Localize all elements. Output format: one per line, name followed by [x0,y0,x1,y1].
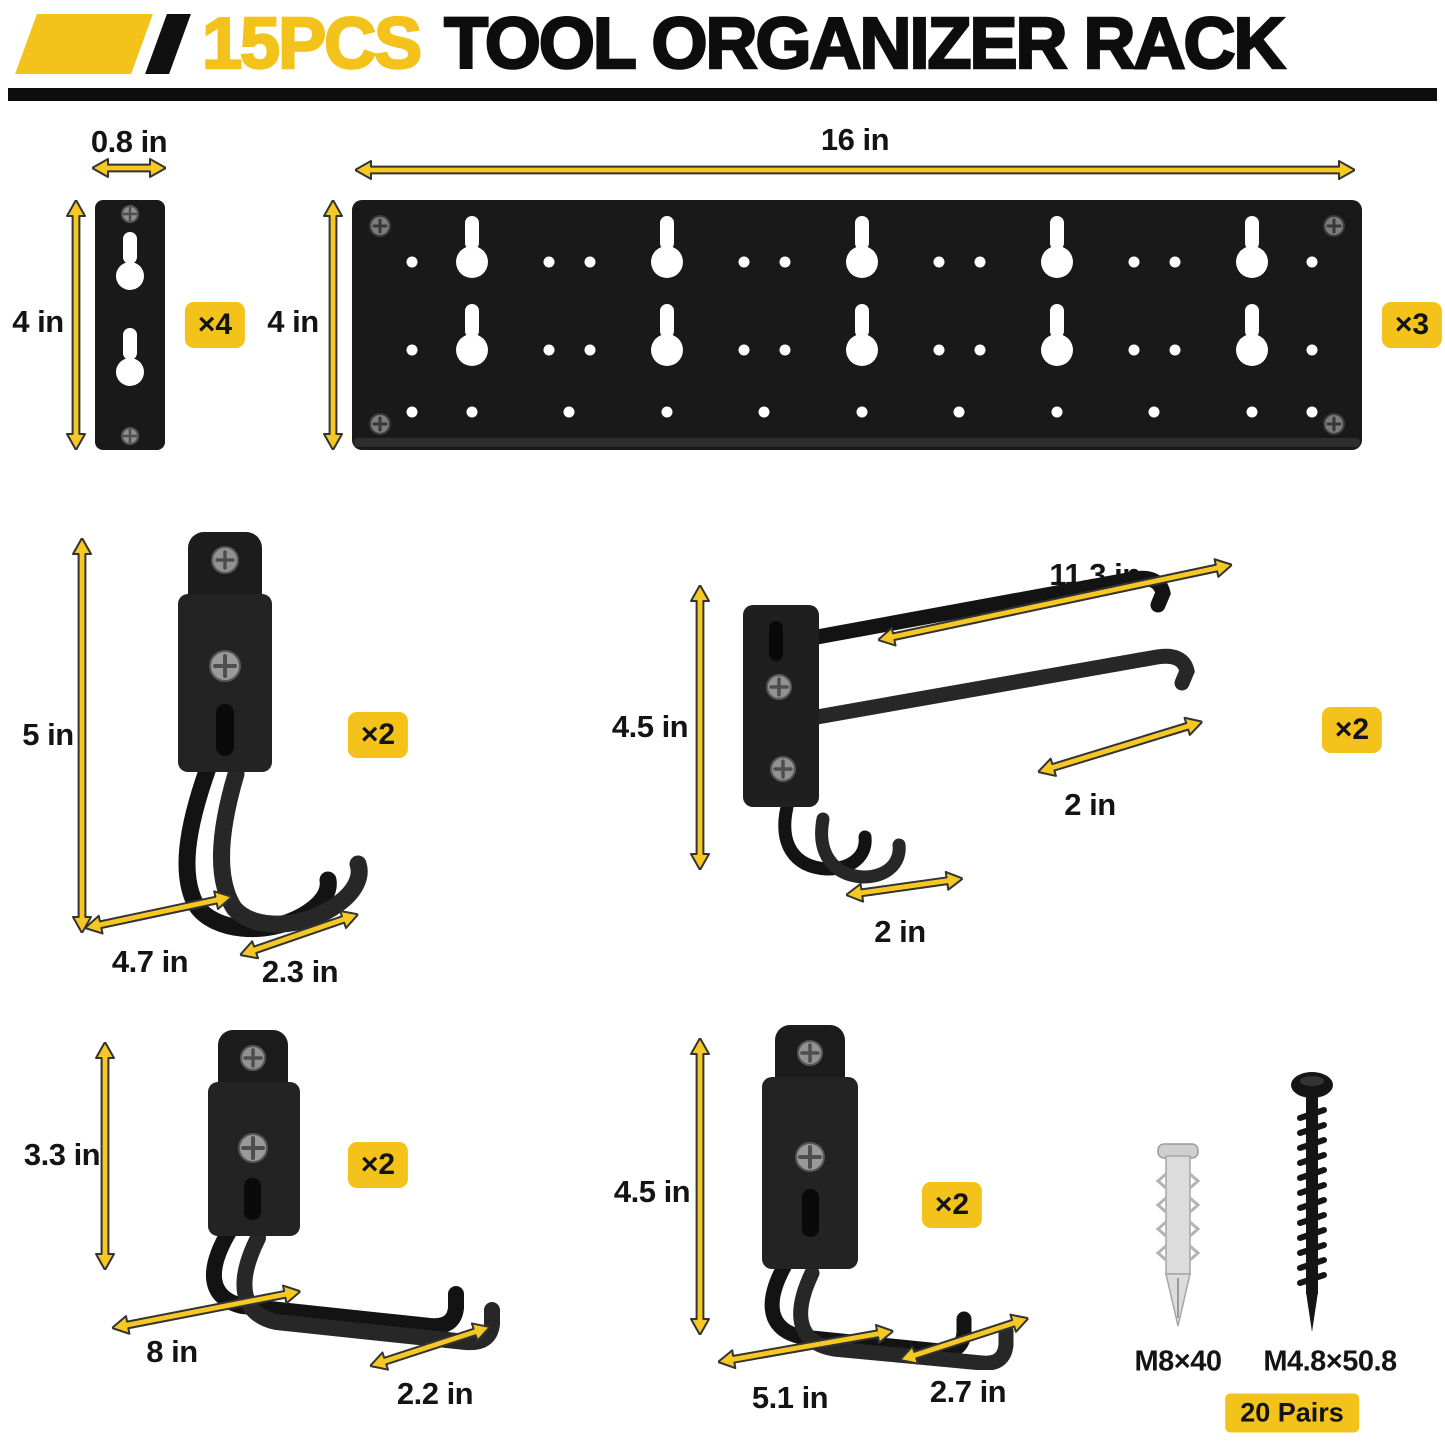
qty-badge-long-rail: ×3 [1381,302,1443,348]
dim-label-long-j-height: 3.3 in [23,1137,101,1172]
screw-upper [766,674,792,700]
dim-arrow-long-j-depth [110,1280,303,1340]
dim-label-medium-j-height: 4.5 in [613,1174,691,1209]
double-bar-hook-illustration [725,535,1255,915]
long-rail-illustration [352,200,1362,450]
dim-arrow-long-rail-width [354,158,1356,182]
qty-badge-medium-j-hook: ×2 [921,1182,983,1228]
qty-badge-double-bar-hook: ×2 [1321,707,1383,753]
header: 15PCS TOOL ORGANIZER RACK [10,2,1287,86]
screw-top [240,1045,266,1071]
header-slash-decoration [145,14,191,74]
screw-lower [770,756,796,782]
dim-arrow-long-j-width [366,1316,493,1378]
dim-arrow-double-bar-tip-gap [1034,710,1206,783]
dim-label-small-rail-width: 0.8 in [90,124,168,159]
dim-arrow-medium-j-height [688,1037,712,1336]
dim-label-large-hook-height: 5 in [22,717,74,752]
dim-arrow-long-j-height [93,1041,117,1271]
dim-label-medium-j-width: 2.7 in [929,1374,1007,1409]
dim-arrow-small-rail-width [91,156,167,180]
screw-center [795,1142,825,1172]
header-flag-decoration [15,14,153,74]
dim-label-long-j-depth: 8 in [146,1334,198,1369]
dim-arrow-double-bar-length [876,553,1235,652]
qty-badge-small-rail: ×4 [184,302,246,348]
screw-top [211,546,239,574]
screw-illustration [1288,1070,1336,1342]
dim-arrow-double-bar-lower-gap [844,867,964,907]
screw-size-label: M4.8×50.8 [1263,1345,1397,1378]
dim-label-long-rail-width: 16 in [820,122,890,157]
dim-arrow-medium-j-depth [716,1319,895,1374]
dim-label-double-bar-lower-gap: 2 in [874,914,926,949]
qty-badge-large-hook: ×2 [347,712,409,758]
small-holes [406,256,1318,418]
dim-label-double-bar-height: 4.5 in [611,709,689,744]
dim-arrow-long-rail-height [321,199,345,451]
dim-arrow-large-hook-height [70,537,94,934]
dim-arrow-small-rail-height [64,199,88,451]
dim-label-long-rail-height: 4 in [267,304,319,339]
large-hook-illustration [130,530,390,950]
dim-label-large-hook-depth: 4.7 in [111,944,189,979]
dim-label-long-j-width: 2.2 in [396,1376,474,1411]
dim-label-medium-j-depth: 5.1 in [751,1380,829,1415]
keyhole-cutouts [116,232,144,386]
qty-badge-long-j-hook: ×2 [347,1142,409,1188]
dim-arrow-large-hook-depth [83,885,235,940]
header-divider [8,88,1437,101]
dim-arrow-medium-j-width [896,1307,1032,1372]
small-rail-illustration [95,200,165,450]
screw-center [209,650,241,682]
pairs-count-badge: 20 Pairs [1225,1393,1359,1433]
screw-center [238,1133,268,1163]
screw-top [797,1040,823,1066]
piece-count: 15PCS [201,3,424,86]
dim-label-large-hook-width: 2.3 in [261,954,339,989]
dim-label-double-bar-tip-gap: 2 in [1064,787,1116,822]
dim-label-small-rail-height: 4 in [12,304,64,339]
dim-arrow-large-hook-width [236,903,362,966]
dim-arrow-double-bar-height [688,584,712,871]
wall-anchor-illustration [1150,1140,1206,1340]
anchor-size-label: M8×40 [1134,1345,1222,1378]
screw-holes [121,205,139,445]
page-title: TOOL ORGANIZER RACK [443,3,1287,86]
